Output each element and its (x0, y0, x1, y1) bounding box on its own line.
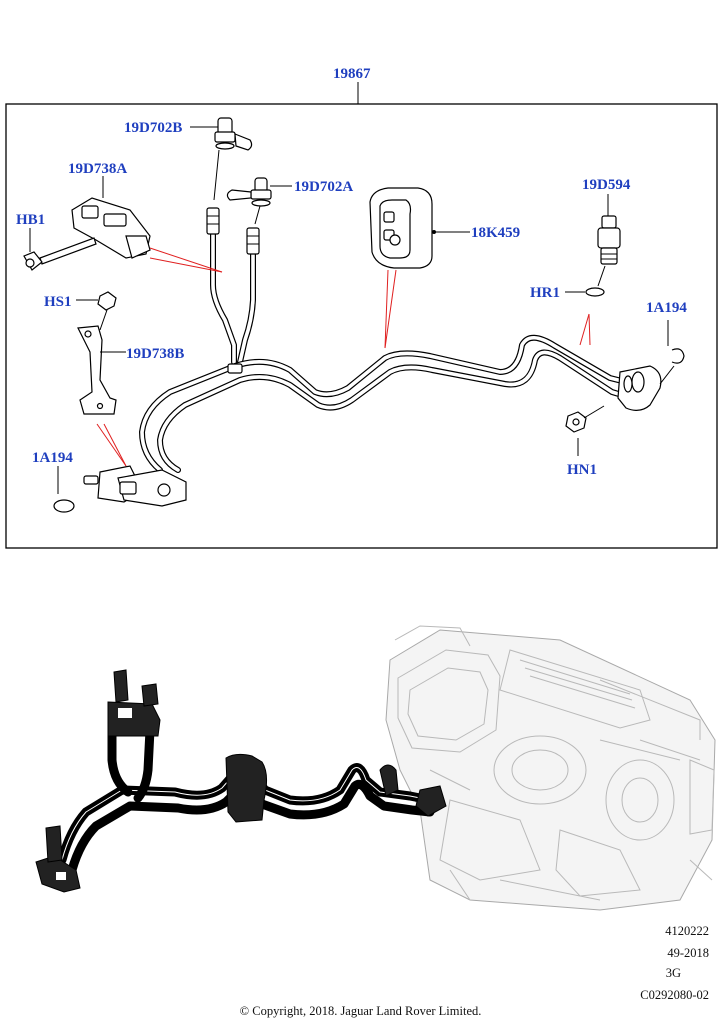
callout-18K459: 18K459 (471, 225, 520, 241)
hvac-detail-lines (394, 625, 713, 901)
doc-ref-4: C0292080-02 (640, 988, 709, 1002)
nut-HN1 (565, 405, 605, 456)
callout-19867: 19867 (333, 66, 371, 82)
bolt-HB1 (23, 228, 97, 271)
callout-HR1: HR1 (530, 285, 560, 301)
callout-19D738A: 19D738A (68, 161, 127, 177)
pressure-switch-19D594 (579, 194, 621, 346)
ac-pipe-assembly (139, 207, 662, 473)
doc-ref-3: 3G (665, 966, 681, 980)
callout-19D738B: 19D738B (126, 346, 184, 362)
callout-1A194-left: 1A194 (32, 450, 73, 466)
callout-HN1: HN1 (567, 462, 597, 478)
callout-HS1: HS1 (44, 294, 72, 310)
doc-ref-1: 4120222 (665, 924, 709, 938)
clip-1A194-left (53, 466, 75, 513)
doc-ref-2: 49-2018 (667, 946, 709, 960)
clip-1A194-right (659, 320, 685, 385)
assembly-frame (5, 82, 718, 549)
hvac-unit-ghost (385, 629, 716, 911)
valve-19D702A (226, 177, 292, 225)
bracket-19D738A (71, 176, 223, 273)
screw-HS1 (76, 291, 117, 331)
valve-19D702B (190, 117, 253, 201)
callout-HB1: HB1 (16, 212, 45, 228)
callout-19D594: 19D594 (582, 177, 631, 193)
bracket-19D738B (77, 325, 127, 467)
copyright-notice: © Copyright, 2018. Jaguar Land Rover Lim… (239, 1004, 482, 1018)
callout-19D702B: 19D702B (124, 120, 182, 136)
o-ring-HR1 (565, 265, 606, 297)
insulator-18K459 (369, 187, 470, 349)
callout-1A194-right: 1A194 (646, 300, 687, 316)
block-fitting-lower-left (83, 465, 187, 507)
installed-pipes (35, 669, 447, 893)
callout-19D702A: 19D702A (294, 179, 353, 195)
